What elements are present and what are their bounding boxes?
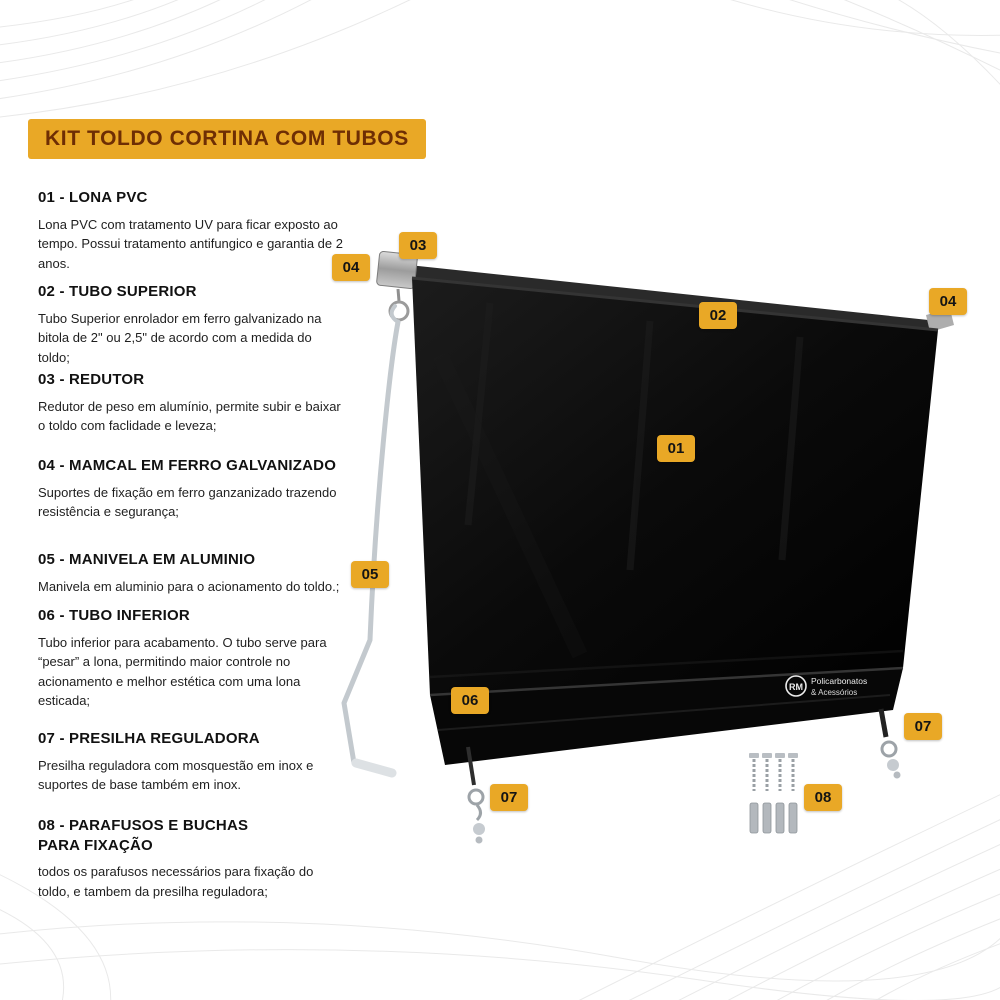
- part-badge-06: 06: [451, 687, 489, 714]
- item-tubo-inferior: 06 - TUBO INFERIOR Tubo inferior para ac…: [38, 606, 344, 711]
- part-badge-08: 08: [804, 784, 842, 811]
- right-hook: [878, 708, 901, 779]
- part-badge-03: 03: [399, 232, 437, 259]
- part-badge-07-bottom: 07: [490, 784, 528, 811]
- item-description: Presilha reguladora com mosquestão em in…: [38, 757, 314, 793]
- item-heading: 03 - REDUTOR: [38, 371, 145, 388]
- tarp-canvas: [412, 278, 938, 696]
- brand-line2: & Acessórios: [811, 688, 857, 697]
- item-description: todos os parafusos necessários para fixa…: [38, 864, 314, 899]
- item-presilha: 07 - PRESILHA REGULADORA Presilha regula…: [38, 729, 344, 795]
- item-parafusos: 08 - PARAFUSOS E BUCHAS PARA FIXAÇÃO tod…: [38, 816, 344, 901]
- part-badge-04-right: 04: [929, 288, 967, 315]
- brand-initials: RM: [789, 682, 803, 692]
- product-diagram: RM Policarbonatos & Acessórios: [330, 225, 1000, 875]
- page-title: KIT TOLDO CORTINA COM TUBOS: [28, 119, 426, 159]
- part-badge-01: 01: [657, 435, 695, 462]
- brand-line1: Policarbonatos: [811, 676, 867, 686]
- item-manivela: 05 - MANIVELA EM ALUMINIO Manivela em al…: [38, 550, 344, 596]
- item-description: Suportes de fixação em ferro ganzanizado…: [38, 484, 337, 520]
- part-badge-05: 05: [351, 561, 389, 588]
- part-badge-02: 02: [699, 302, 737, 329]
- item-mamcal: 04 - MAMCAL EM FERRO GALVANIZADO Suporte…: [38, 456, 344, 522]
- item-heading: 02 - TUBO SUPERIOR: [38, 283, 197, 300]
- item-description: Redutor de peso em alumínio, permite sub…: [38, 398, 341, 434]
- part-badge-07-right: 07: [904, 713, 942, 740]
- item-description: Lona PVC com tratamento UV para ficar ex…: [38, 216, 343, 271]
- item-heading: 08 - PARAFUSOS E BUCHAS PARA FIXAÇÃO: [38, 817, 249, 854]
- item-heading: 07 - PRESILHA REGULADORA: [38, 730, 260, 747]
- part-badge-04-left: 04: [332, 254, 370, 281]
- item-heading: 04 - MAMCAL EM FERRO GALVANIZADO: [38, 457, 337, 474]
- item-heading: 06 - TUBO INFERIOR: [38, 607, 190, 624]
- item-lona-pvc: 01 - LONA PVC Lona PVC com tratamento UV…: [38, 188, 344, 273]
- item-description: Tubo inferior para acabamento. O tubo se…: [38, 634, 327, 709]
- awning-illustration: RM Policarbonatos & Acessórios: [341, 251, 954, 844]
- item-heading: 01 - LONA PVC: [38, 189, 148, 206]
- item-redutor: 03 - REDUTOR Redutor de peso em alumínio…: [38, 370, 344, 436]
- left-hook: [466, 746, 485, 844]
- bottom-tube: [429, 666, 904, 765]
- crank-handle: [341, 304, 401, 778]
- screws-and-plugs: [749, 753, 798, 834]
- tarp-creases: [429, 302, 904, 679]
- tarp-top-edge: [411, 276, 939, 332]
- item-description: Tubo Superior enrolador em ferro galvani…: [38, 310, 322, 365]
- item-description: Manivela em aluminio para o acionamento …: [38, 578, 340, 594]
- item-heading: 05 - MANIVELA EM ALUMINIO: [38, 551, 256, 568]
- brand-logo: RM Policarbonatos & Acessórios: [785, 675, 867, 697]
- item-tubo-superior: 02 - TUBO SUPERIOR Tubo Superior enrolad…: [38, 282, 344, 367]
